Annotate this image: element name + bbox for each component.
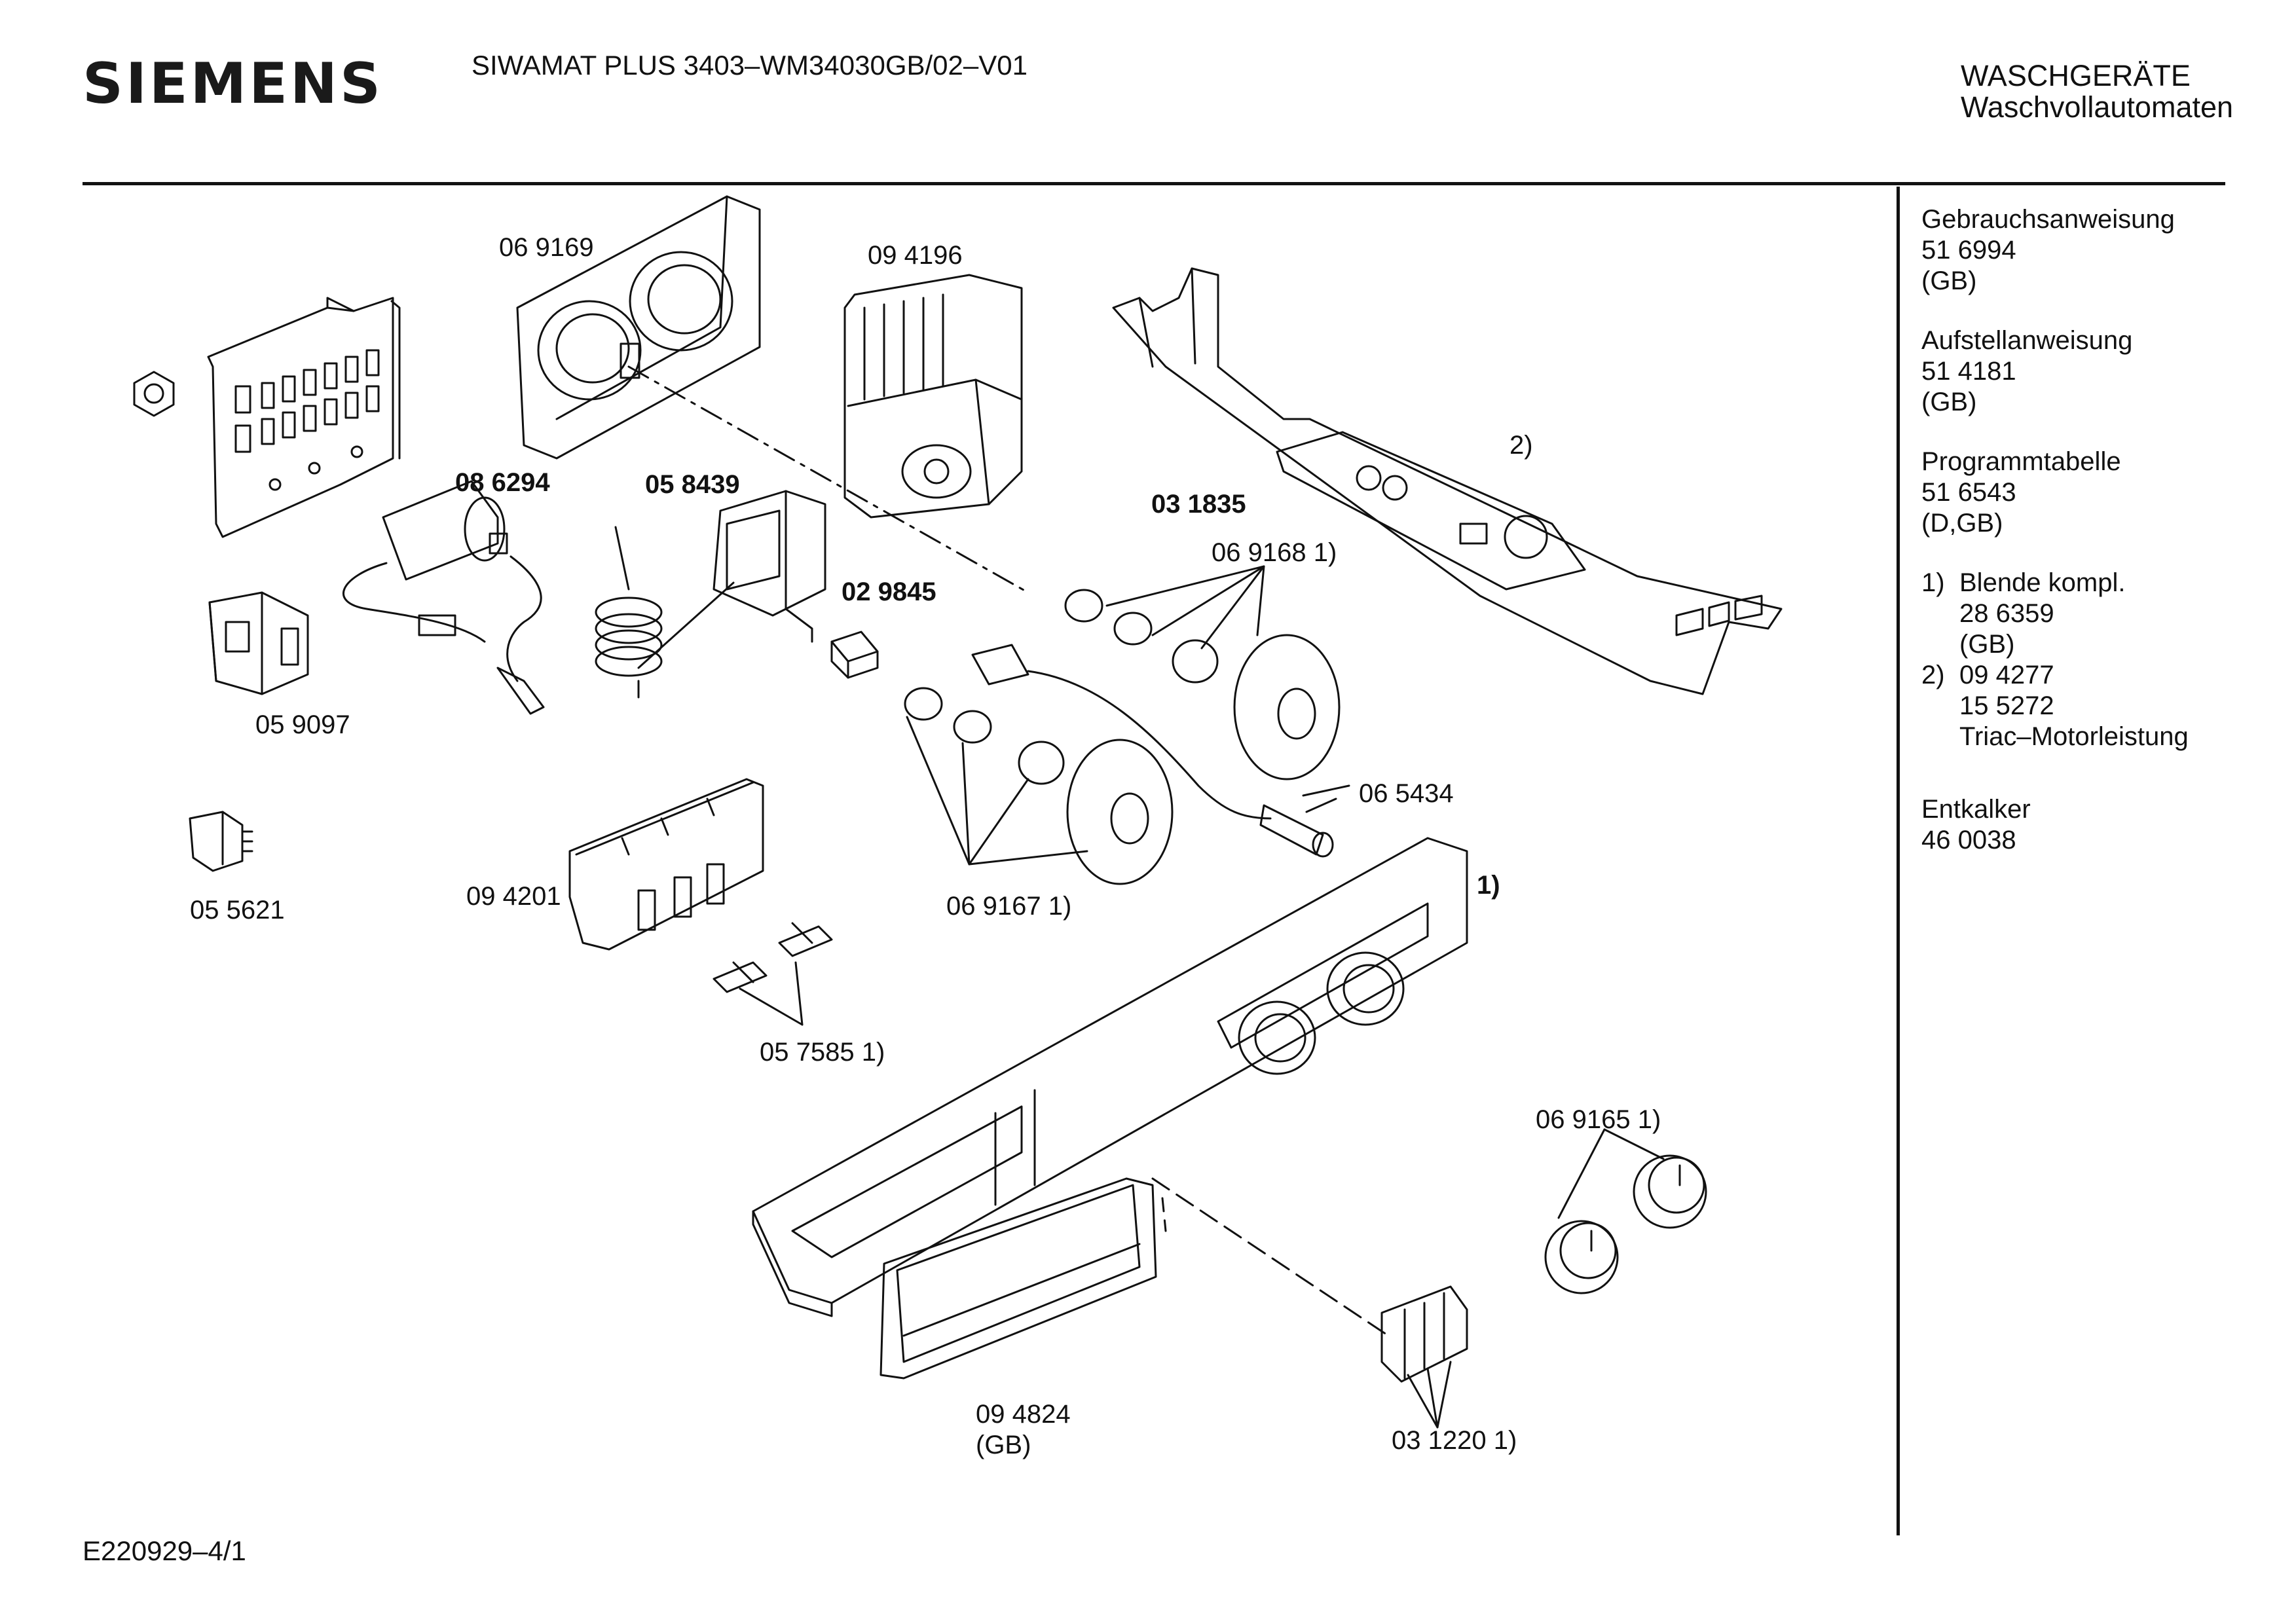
doc-number: 51 6543 [1921,478,2016,507]
doc-user-manual: Gebrauchsanweisung 51 6994 (GB) [1921,204,2189,297]
descaler-number: 46 0038 [1921,826,2016,854]
doc-note: (GB) [1921,388,1977,416]
leader-line [616,527,629,589]
category-subtitle: Waschvollautomaten [1961,90,2234,124]
model-title: SIWAMAT PLUS 3403–WM34030GB/02–V01 [472,50,1028,81]
part-label: 05 9097 [255,710,350,739]
part-label: 02 9845 [842,577,936,606]
doc-note: (D,GB) [1921,509,2003,538]
footnote-line: (GB) [1959,630,2015,659]
footnote-2: 2) 09 4277 15 5272 Triac–Motorleistung [1921,660,2189,752]
sensor-cable-icon [972,645,1349,856]
door-lock-icon [596,491,825,697]
part-label: 05 5621 [190,896,285,925]
doc-title: Programmtabelle [1921,447,2121,476]
part-label: 09 4824 [976,1400,1071,1429]
alignment-line-knob [1162,1198,1166,1231]
doc-title: Aufstellanweisung [1921,326,2133,355]
connector-icon [832,632,878,678]
footnote-mark: 1) [1921,568,1945,597]
alignment-line-lower [1153,1179,1388,1336]
part-label: 2) [1509,431,1533,460]
part-label: 08 6294 [455,468,550,497]
part-label: 06 9165 1) [1536,1105,1661,1134]
descaler-title: Entkalker [1921,795,2031,824]
control-panel-fascia-icon [753,838,1467,1316]
hex-nut-icon [134,372,174,416]
electronics-module-icon [570,779,763,949]
drawer-front-icon [881,1179,1156,1378]
capacitor-icon [343,481,544,714]
part-label: 03 1835 [1151,490,1246,519]
part-label: 09 4196 [868,241,963,270]
footnote-line: 09 4277 [1959,661,2054,689]
terminal-clip-set-icon [714,923,832,1025]
part-label: 06 9169 [499,233,594,262]
part-label: 06 5434 [1359,779,1454,808]
programmer-unit-icon [845,275,1022,517]
knob-hub-set-upper-icon [1065,566,1339,779]
alignment-line [629,367,1028,593]
doc-program-table: Programmtabelle 51 6543 (D,GB) [1921,447,2189,539]
part-label: 09 4201 [466,882,561,911]
doc-installation-manual: Aufstellanweisung 51 4181 (GB) [1921,325,2189,418]
part-label: 05 7585 1) [760,1038,885,1067]
footnote-1: 1) Blende kompl. 28 6359 (GB) [1921,568,2189,660]
part-label: 06 9167 1) [946,892,1072,921]
push-button-set-icon [1382,1287,1467,1427]
doc-number: 51 4181 [1921,357,2016,386]
brand-logo: SIEMENS [83,51,383,117]
footnote-mark: 2) [1921,661,1945,689]
part-label: 05 8439 [645,470,740,499]
footnote-line: Blende kompl. [1959,568,2126,597]
knob-hub-set-lower-icon [905,688,1172,884]
part-label: 06 9168 1) [1212,538,1337,567]
control-knob-set-icon [1546,1129,1706,1293]
doc-note: (GB) [1921,266,1977,295]
bracket-plate-icon [208,298,399,537]
footnote-line: 15 5272 [1959,691,2054,720]
doc-title: Gebrauchsanweisung [1921,205,2175,234]
leader-line [1306,799,1336,812]
descaler-info: Entkalker 46 0038 [1921,794,2189,856]
quick-connector-icon [190,812,252,871]
header-divider [83,182,2225,185]
category-title: WASCHGERÄTE [1961,59,2191,92]
part-label: 1) [1477,871,1500,900]
sidebar-documents: Gebrauchsanweisung 51 6994 (GB) Aufstell… [1921,204,2189,885]
doc-number: 51 6994 [1921,236,2016,265]
rear-panel-icon [517,196,760,458]
motor-board-rail-icon [1113,268,1781,694]
drawing-code: E220929–4/1 [83,1535,246,1566]
relay-icon [210,593,308,694]
part-label: 03 1220 1) [1392,1426,1517,1455]
footnote-line: Triac–Motorleistung [1959,722,2189,751]
footnote-line: 28 6359 [1959,599,2054,628]
sidebar-divider [1897,187,1900,1535]
part-label: (GB) [976,1431,1031,1459]
